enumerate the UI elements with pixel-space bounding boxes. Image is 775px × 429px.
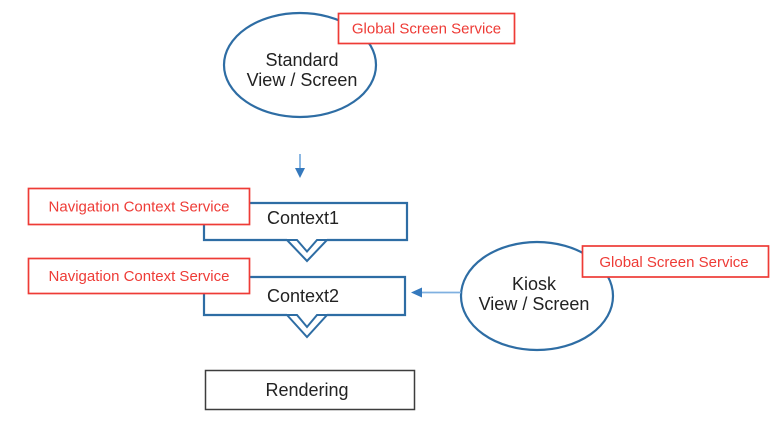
context2-box: [202, 275, 407, 317]
standard-view-label-line2: View / Screen: [247, 70, 358, 90]
navigation-context-service-box-1: [27, 187, 251, 226]
global-screen-service-box-top: [337, 12, 516, 45]
rendering-label: Rendering: [265, 380, 348, 400]
kiosk-view-label-line1: Kiosk: [512, 274, 557, 294]
kiosk-view-ellipse: [459, 240, 615, 352]
standard-view-label-line1: Standard: [265, 50, 338, 70]
navigation-context-service-box-2: [27, 257, 251, 295]
rendering-box: [204, 369, 416, 411]
context1-box: [202, 201, 409, 242]
arrow-standard-to-context1-head-icon: [295, 168, 305, 178]
global-screen-service-box-right: [581, 245, 770, 278]
global-screen-service-label-top: Global Screen Service: [352, 21, 501, 38]
global-screen-service-label-right: Global Screen Service: [599, 254, 748, 271]
context2-label: Context2: [267, 286, 339, 306]
context1-label: Context1: [267, 208, 339, 228]
navigation-context-service-label-1: Navigation Context Service: [49, 199, 230, 216]
kiosk-view-label-line2: View / Screen: [479, 294, 590, 314]
chevron-context2-to-rendering-icon: [284, 314, 330, 339]
navigation-context-service-label-2: Navigation Context Service: [49, 268, 230, 285]
arrow-kiosk-to-context2-head-icon: [411, 287, 422, 298]
chevron-context1-to-context2-icon: [284, 239, 330, 263]
